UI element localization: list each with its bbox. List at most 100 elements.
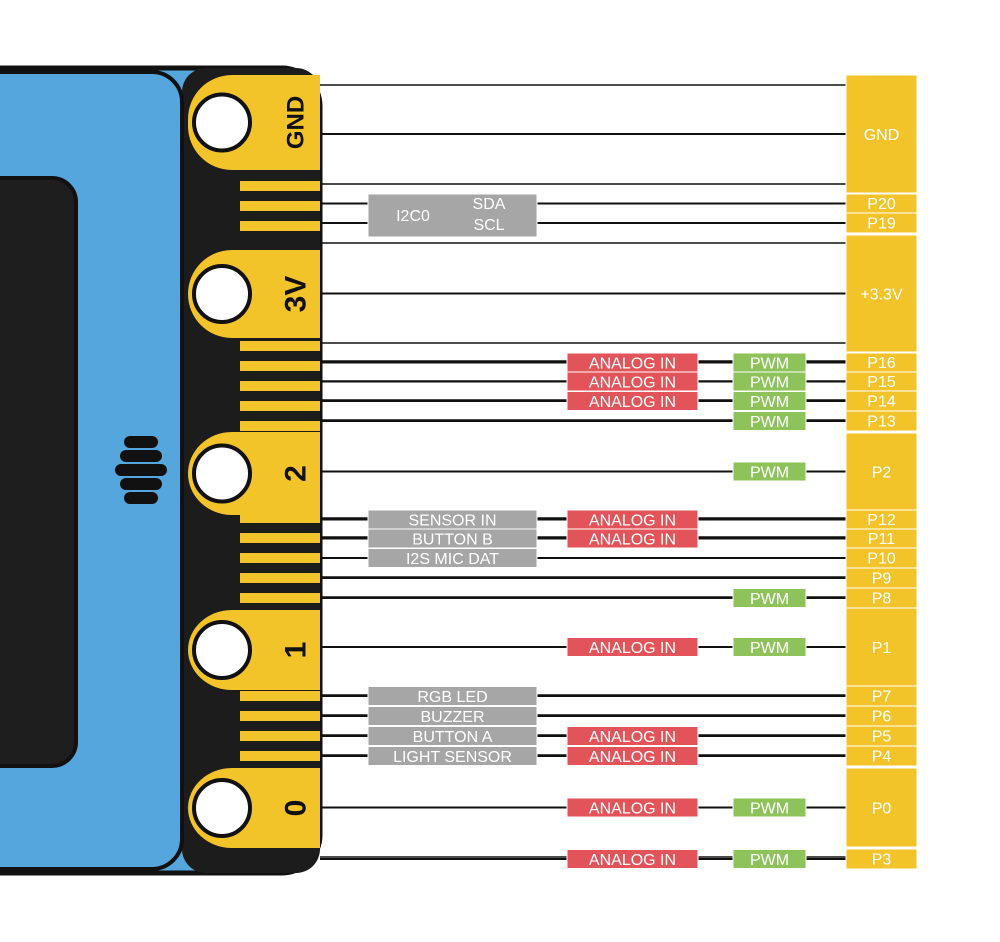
- edge-finger: [240, 731, 320, 741]
- screen-area: [0, 176, 78, 768]
- pin-label: P6: [872, 709, 892, 726]
- edge-pads: GND 3V 2 1 0: [188, 75, 320, 848]
- svg-text:ANALOG IN: ANALOG IN: [589, 801, 676, 818]
- pin-p12: P12: [845, 509, 918, 530]
- pin-bars: GNDP20P19+3.3VP16P15P14P13P2P12P11P10P9P…: [845, 74, 918, 870]
- edge-finger: [240, 421, 320, 431]
- pin-p1: P1: [845, 607, 918, 687]
- pin-label: P4: [872, 749, 892, 766]
- svg-text:ANALOG IN: ANALOG IN: [589, 375, 676, 392]
- label-button-a-p5: BUTTON A: [367, 726, 538, 746]
- label-analog-in-p14: ANALOG IN: [566, 391, 699, 411]
- label-buzzer-p6: BUZZER: [367, 706, 538, 726]
- pin-label: GND: [864, 127, 900, 144]
- label-analog-in-p3: ANALOG IN: [566, 849, 699, 869]
- pin-p9: P9: [845, 567, 918, 589]
- svg-text:PWM: PWM: [750, 591, 789, 608]
- edge-finger: [240, 593, 320, 603]
- pin-p20: P20: [845, 193, 918, 214]
- label-button-b-p11: BUTTON B: [367, 528, 538, 549]
- pad-label: GND: [283, 96, 310, 149]
- label-analog-in-p15: ANALOG IN: [566, 371, 699, 392]
- pin-p3: P3: [845, 848, 918, 870]
- pin-label: P1: [872, 640, 892, 657]
- pin-p0: P0: [845, 767, 918, 848]
- label-analog-in-p1: ANALOG IN: [566, 637, 699, 657]
- pad-hole-icon: [192, 778, 252, 838]
- label-pwm-p14: PWM: [732, 391, 807, 411]
- pin-label: P8: [872, 591, 892, 608]
- svg-text:RGB LED: RGB LED: [417, 689, 487, 706]
- pin-p10: P10: [845, 547, 918, 569]
- svg-text:ANALOG IN: ANALOG IN: [589, 532, 676, 549]
- label-pwm-p0: PWM: [732, 797, 807, 818]
- label-analog-in-p16: ANALOG IN: [566, 352, 699, 373]
- edge-finger: [240, 573, 320, 583]
- pin-p5: P5: [845, 725, 918, 747]
- pin-label: P3: [872, 852, 892, 869]
- pin-p11: P11: [845, 528, 918, 549]
- label-rgb-led-p7: RGB LED: [367, 686, 538, 706]
- edge-finger: [240, 341, 320, 351]
- svg-text:SENSOR IN: SENSOR IN: [408, 513, 496, 530]
- pad-hole-icon: [192, 264, 252, 324]
- edge-finger: [240, 201, 320, 211]
- svg-text:BUTTON A: BUTTON A: [413, 729, 493, 746]
- edge-finger: [240, 221, 320, 231]
- pad-hole-icon: [192, 443, 252, 504]
- label-pwm-p8: PWM: [732, 588, 807, 608]
- pin-p2: P2: [845, 432, 918, 511]
- pin-label: P12: [867, 512, 896, 529]
- svg-text:ANALOG IN: ANALOG IN: [589, 394, 676, 411]
- pad-label: 0: [280, 800, 313, 817]
- pad-0: 0: [188, 768, 320, 848]
- label-pwm-p15: PWM: [732, 371, 807, 392]
- label-analog-in-p11: ANALOG IN: [566, 528, 699, 549]
- pad-label: 2: [280, 465, 313, 482]
- edge-finger: [240, 553, 320, 563]
- label-pwm-p13: PWM: [732, 411, 807, 431]
- pin-p6: P6: [845, 705, 918, 727]
- svg-text:PWM: PWM: [750, 465, 789, 482]
- edge-finger: [240, 513, 320, 523]
- pin-label: P0: [872, 801, 892, 818]
- svg-text:I2S MIC DAT: I2S MIC DAT: [406, 551, 499, 568]
- svg-text:BUZZER: BUZZER: [421, 709, 485, 726]
- label-analog-in-p0: ANALOG IN: [566, 797, 699, 818]
- pad-hole-icon: [192, 620, 252, 680]
- pin-label: +3.3V: [860, 287, 903, 304]
- pin-label: P5: [872, 729, 892, 746]
- svg-text:BUTTON B: BUTTON B: [412, 532, 493, 549]
- pin-p7: P7: [845, 685, 918, 707]
- pin-gnd: GND: [845, 74, 918, 194]
- pin-label: P16: [867, 355, 896, 372]
- pad-label: 3V: [280, 276, 313, 313]
- label-pwm-p3: PWM: [732, 849, 807, 869]
- pin-p15: P15: [845, 371, 918, 392]
- pin-label: P19: [867, 216, 896, 233]
- svg-text:ANALOG IN: ANALOG IN: [589, 356, 676, 373]
- svg-text:ANALOG IN: ANALOG IN: [589, 513, 676, 530]
- pin-p13: P13: [845, 410, 918, 432]
- label-sda: SDA: [473, 196, 506, 213]
- edge-finger: [240, 711, 320, 721]
- label-pwm-p1: PWM: [732, 637, 807, 657]
- pin-label: P7: [872, 689, 892, 706]
- pin-label: P15: [867, 374, 896, 391]
- edge-finger: [240, 751, 320, 761]
- label-pwm-p16: PWM: [732, 352, 807, 373]
- svg-text:PWM: PWM: [750, 414, 789, 431]
- pad-label: 1: [280, 642, 313, 659]
- pin-label: P13: [867, 414, 896, 431]
- svg-text:ANALOG IN: ANALOG IN: [589, 729, 676, 746]
- edge-finger: [240, 181, 320, 191]
- svg-text:ANALOG IN: ANALOG IN: [589, 852, 676, 869]
- label-analog-in-p12: ANALOG IN: [566, 509, 699, 530]
- edge-finger: [240, 361, 320, 371]
- pad-1: 1: [188, 610, 320, 690]
- edge-finger: [240, 381, 320, 391]
- edge-finger: [240, 533, 320, 543]
- svg-text:LIGHT SENSOR: LIGHT SENSOR: [393, 749, 512, 766]
